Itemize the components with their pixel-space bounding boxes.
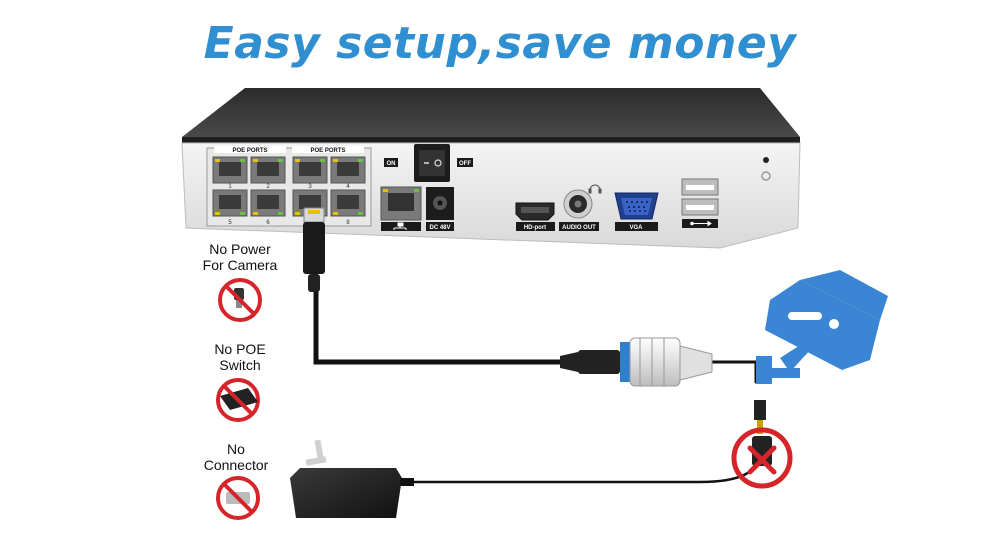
camera-icon bbox=[756, 270, 888, 384]
network-icon bbox=[393, 222, 407, 230]
port-number: 5 bbox=[228, 220, 232, 226]
port-number: 6 bbox=[266, 220, 270, 226]
rj45-plug-icon bbox=[303, 207, 325, 292]
benefit-line: No Power bbox=[209, 241, 271, 257]
cables bbox=[313, 287, 762, 484]
connector-icon bbox=[560, 337, 713, 387]
switch-on-label: ON bbox=[387, 161, 396, 167]
usb-icon bbox=[690, 220, 712, 227]
benefit-no-poe-switch: No POE Switch bbox=[190, 341, 290, 373]
nvr-device: POE PORTS POE PORTS 1 2 3 4 bbox=[181, 88, 801, 249]
switch-off-label: OFF bbox=[459, 161, 471, 167]
benefit-no-connector: No Connector bbox=[186, 441, 286, 473]
dc-label: DC 48V bbox=[429, 225, 450, 231]
power-plug-icon bbox=[218, 278, 262, 322]
poe-group-label-1: POE PORTS bbox=[232, 148, 267, 154]
benefit-no-power: No Power For Camera bbox=[190, 241, 290, 273]
audio-label: AUDIO OUT bbox=[562, 225, 596, 231]
hdmi-label: HD-port bbox=[524, 225, 546, 231]
headline: Easy setup,save money bbox=[203, 18, 797, 69]
benefit-line: Connector bbox=[203, 457, 269, 473]
port-number: 4 bbox=[346, 184, 350, 190]
poe-port-row-top bbox=[212, 156, 366, 184]
benefit-line: No bbox=[227, 441, 245, 457]
benefit-line: For Camera bbox=[202, 257, 278, 273]
no-power-icon bbox=[731, 400, 793, 489]
port-number: 2 bbox=[266, 184, 270, 190]
vga-label: VGA bbox=[629, 225, 643, 231]
power-adapter bbox=[290, 439, 414, 518]
benefit-line: Switch bbox=[219, 357, 261, 373]
poe-switch-icon bbox=[216, 378, 260, 422]
headphone-icon bbox=[588, 184, 602, 194]
port-number: 1 bbox=[228, 184, 232, 190]
connector-prohibited-icon bbox=[216, 476, 260, 520]
port-number: 8 bbox=[346, 220, 350, 226]
benefit-line: No POE bbox=[214, 341, 266, 357]
port-number: 3 bbox=[308, 184, 312, 190]
poe-port-row-bottom bbox=[212, 189, 366, 217]
poe-group-label-2: POE PORTS bbox=[310, 148, 345, 154]
